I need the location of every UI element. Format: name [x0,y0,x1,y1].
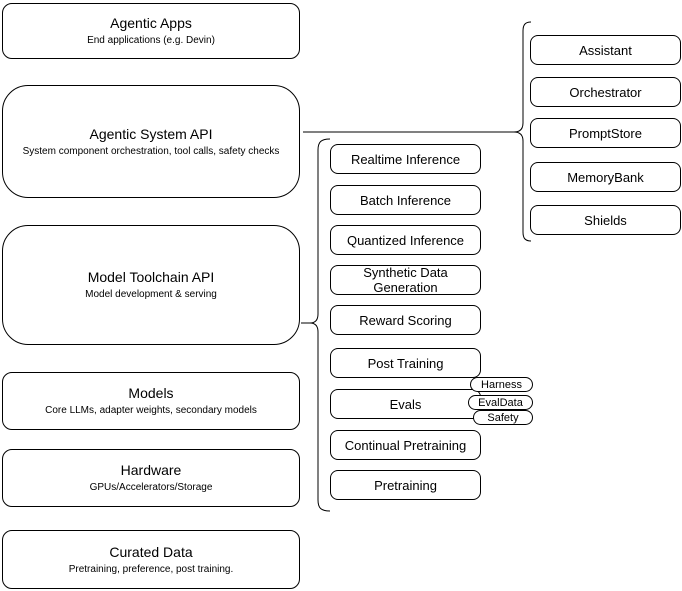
toolchain-box-post-training: Post Training [330,348,481,378]
eval-tag-harness: Harness [470,377,533,392]
box-subtitle: Core LLMs, adapter weights, secondary mo… [45,405,257,416]
box-subtitle: Pretraining, preference, post training. [68,563,234,575]
system-box-shields: Shields [530,205,681,235]
box-model-toolchain-api: Model Toolchain API Model development & … [2,225,300,345]
system-brace [513,21,532,242]
toolchain-box-synthetic-data-generation: Synthetic Data Generation [330,265,481,295]
toolchain-box-reward-scoring: Reward Scoring [330,305,481,335]
box-title: Models [128,385,174,401]
box-title: Agentic System API [89,125,213,142]
box-title: Hardware [120,462,182,478]
box-subtitle: GPUs/Accelerators/Storage [89,482,213,493]
box-agentic-apps: Agentic Apps End applications (e.g. Devi… [2,3,300,59]
eval-tag-safety: Safety [473,410,533,425]
toolchain-box-evals: Evals [330,389,481,419]
eval-tag-evaldata: EvalData [468,395,533,410]
system-box-promptstore: PromptStore [530,118,681,148]
box-agentic-system-api: Agentic System API System component orch… [2,85,300,198]
system-box-memorybank: MemoryBank [530,162,681,192]
toolchain-box-continual-pretraining: Continual Pretraining [330,430,481,460]
box-curated-data: Curated Data Pretraining, preference, po… [2,530,300,589]
box-subtitle: System component orchestration, tool cal… [22,145,280,157]
box-title: Agentic Apps [110,15,192,31]
box-title: Model Toolchain API [87,269,215,285]
toolchain-brace [309,138,331,512]
system-box-orchestrator: Orchestrator [530,77,681,107]
toolchain-box-pretraining: Pretraining [330,470,481,500]
box-title: Curated Data [109,543,193,560]
box-subtitle: Model development & serving [85,289,217,300]
system-box-assistant: Assistant [530,35,681,65]
box-hardware: Hardware GPUs/Accelerators/Storage [2,449,300,507]
box-models: Models Core LLMs, adapter weights, secon… [2,372,300,430]
toolchain-box-batch-inference: Batch Inference [330,185,481,215]
toolchain-box-quantized-inference: Quantized Inference [330,225,481,255]
toolchain-box-realtime-inference: Realtime Inference [330,144,481,174]
box-subtitle: End applications (e.g. Devin) [87,35,215,46]
